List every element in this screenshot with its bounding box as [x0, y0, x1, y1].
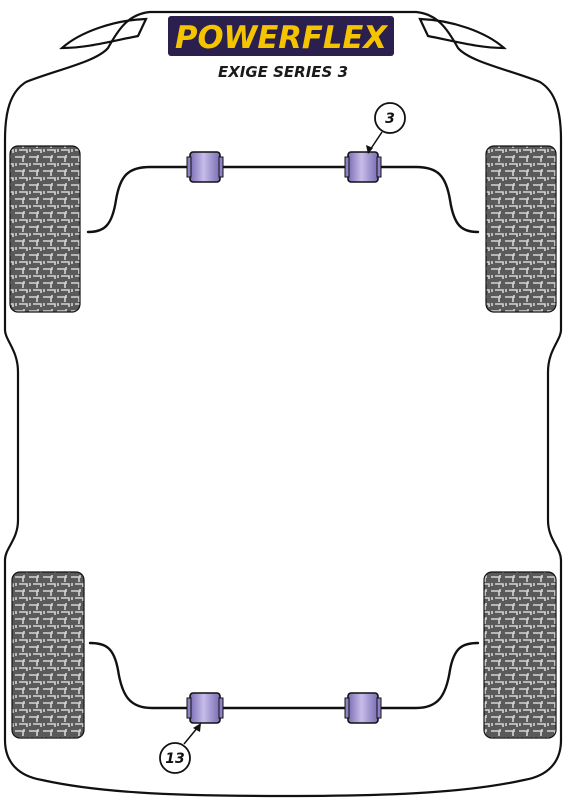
- callout-arrowhead: [193, 723, 201, 732]
- callout-circle: [159, 742, 191, 774]
- front-right-tyre: [485, 145, 557, 313]
- front-right-bush: [344, 151, 382, 183]
- logo-text: POWERFLEX: [175, 20, 389, 56]
- rear-right-bush: [344, 692, 382, 724]
- front-anti-roll-bar: [86, 165, 480, 234]
- callout-13[interactable]: 13: [159, 723, 201, 774]
- left-headlight: [59, 17, 148, 50]
- car-body-outline: [3, 10, 563, 798]
- logo-background: [168, 16, 394, 56]
- rear-left-tyre: [11, 571, 85, 739]
- model-title: EXIGE SERIES 3: [218, 63, 348, 81]
- callout-arrow-line: [183, 726, 199, 745]
- callout-circle: [374, 102, 406, 134]
- front-left-bush: [186, 151, 224, 183]
- front-left-tyre: [9, 145, 81, 313]
- callout-label: 13: [165, 751, 184, 767]
- rear-anti-roll-bar: [88, 641, 480, 710]
- callout-3[interactable]: 3: [366, 102, 406, 154]
- callout-arrow-line: [369, 131, 383, 151]
- callout-label: 3: [385, 111, 395, 127]
- powerflex-logo: POWERFLEX: [168, 16, 394, 57]
- rear-right-tyre: [483, 571, 557, 739]
- rear-left-bush: [186, 692, 224, 724]
- right-headlight: [418, 17, 507, 50]
- callout-arrowhead: [366, 145, 373, 154]
